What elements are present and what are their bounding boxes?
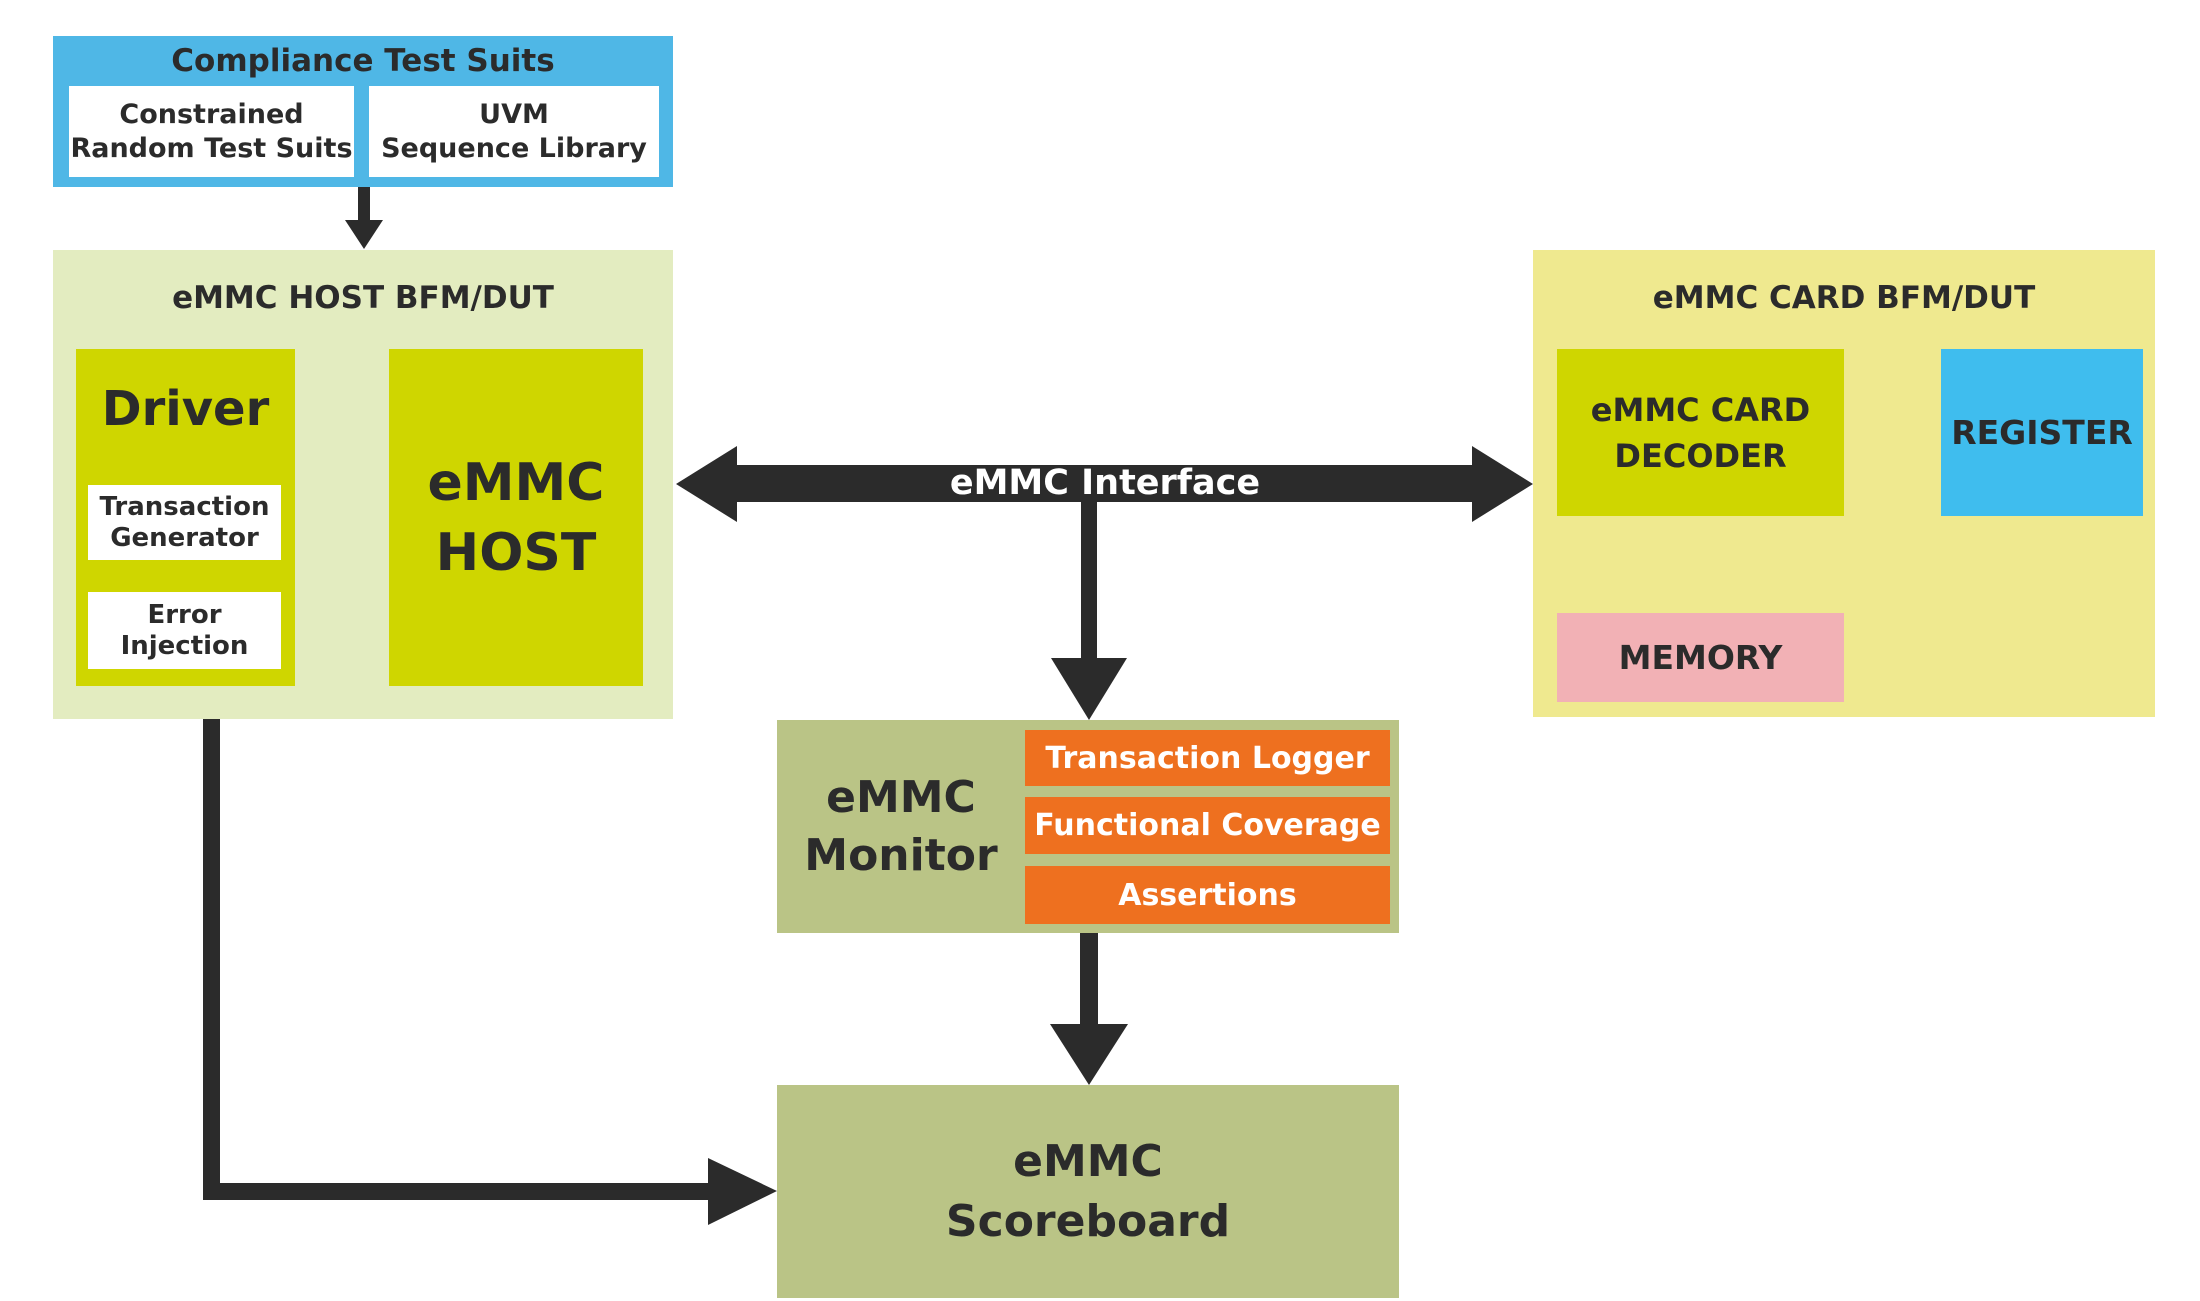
memory-block: MEMORY bbox=[1557, 613, 1844, 702]
host-bfm-title: eMMC HOST BFM/DUT bbox=[172, 279, 554, 316]
compliance-test-suits: Compliance Test Suits Constrained Random… bbox=[53, 36, 673, 187]
emmc-card-bfm: eMMC CARD BFM/DUT eMMC CARD DECODER REGI… bbox=[1533, 250, 2155, 717]
driver-block: Driver Transaction Generator Error Injec… bbox=[76, 349, 295, 686]
emmc-monitor: eMMC Monitor Transaction Logger Function… bbox=[777, 720, 1399, 933]
decoder-line-2: DECODER bbox=[1614, 436, 1787, 475]
emmc-scoreboard: eMMC Scoreboard bbox=[777, 1085, 1399, 1298]
arrow-host-to-scoreboard bbox=[203, 719, 777, 1225]
monitor-line-1: eMMC bbox=[826, 771, 976, 823]
arrow-compliance-to-host bbox=[345, 187, 383, 249]
error-injection: Error Injection bbox=[88, 592, 281, 669]
emmc-host-bfm: eMMC HOST BFM/DUT Driver Transaction Gen… bbox=[53, 250, 673, 719]
functional-coverage: Functional Coverage bbox=[1025, 797, 1390, 854]
uvm-line-2: Sequence Library bbox=[381, 132, 647, 164]
host-line-2: HOST bbox=[435, 522, 597, 583]
tgen-line-2: Generator bbox=[110, 522, 259, 553]
constrained-random-test-suits: Constrained Random Test Suits bbox=[69, 86, 354, 177]
monitor-line-2: Monitor bbox=[804, 829, 998, 881]
einj-line-2: Injection bbox=[120, 630, 249, 661]
driver-title: Driver bbox=[101, 381, 270, 437]
decoder-line-1: eMMC CARD bbox=[1590, 390, 1811, 429]
crts-line-2: Random Test Suits bbox=[70, 132, 353, 164]
emmc-card-decoder: eMMC CARD DECODER bbox=[1557, 349, 1844, 516]
crts-line-1: Constrained bbox=[119, 98, 304, 130]
register-block: REGISTER bbox=[1941, 349, 2143, 516]
scoreboard-line-1: eMMC bbox=[1013, 1135, 1163, 1187]
arrow-interface-to-monitor bbox=[1051, 500, 1127, 720]
arrow-monitor-to-scoreboard bbox=[1050, 933, 1128, 1085]
emmc-interface-arrow bbox=[676, 446, 1533, 522]
uvm-line-1: UVM bbox=[479, 98, 549, 130]
compliance-title: Compliance Test Suits bbox=[171, 43, 555, 79]
tgen-line-1: Transaction bbox=[99, 491, 270, 522]
transaction-logger: Transaction Logger bbox=[1025, 730, 1390, 786]
host-line-1: eMMC bbox=[427, 452, 605, 513]
einj-line-1: Error bbox=[147, 599, 222, 630]
transaction-generator: Transaction Generator bbox=[88, 485, 281, 560]
scoreboard-line-2: Scoreboard bbox=[945, 1195, 1231, 1247]
emmc-host-block: eMMC HOST bbox=[389, 349, 643, 686]
uvm-sequence-library: UVM Sequence Library bbox=[369, 86, 659, 177]
emmc-interface-label: eMMC Interface bbox=[949, 463, 1261, 503]
monitor-title: eMMC Monitor bbox=[777, 720, 1025, 933]
card-bfm-title: eMMC CARD BFM/DUT bbox=[1652, 279, 2036, 316]
assertions: Assertions bbox=[1025, 866, 1390, 924]
